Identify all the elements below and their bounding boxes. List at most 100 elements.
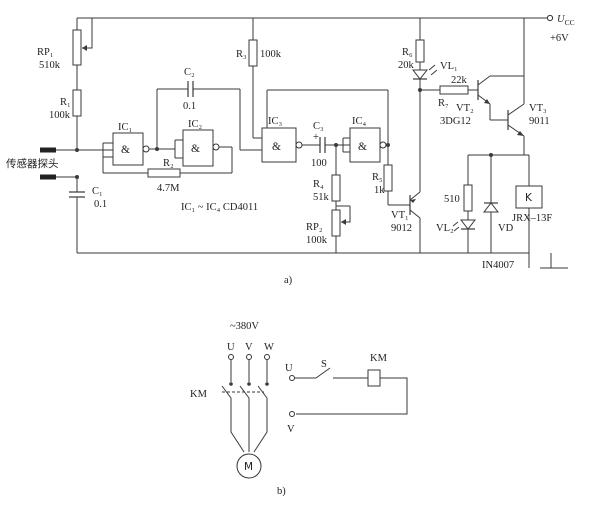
relay-label: K <box>525 192 533 204</box>
c3-name: C₃ <box>313 121 324 132</box>
r5-name: R₅ <box>372 172 383 183</box>
phase-w-label: W <box>264 342 274 353</box>
vl1-led <box>411 69 429 80</box>
phase-u-label: U <box>227 342 235 353</box>
ic4-label: IC₄ <box>352 116 367 127</box>
ic1-label: IC₁ <box>118 122 132 133</box>
r3-value: 100k <box>260 49 282 60</box>
vt1-arrow <box>410 199 416 203</box>
rp1-wiper-arrow <box>82 45 87 51</box>
motor-symbol <box>236 453 262 479</box>
relay-model: JRX–13F <box>512 213 552 224</box>
km-contact-u <box>221 385 232 399</box>
vt2-name: VT₂ <box>456 103 474 114</box>
supply-voltage-label: +6V <box>550 33 569 44</box>
r7-resistor <box>439 85 469 95</box>
r3-resistor <box>248 39 258 67</box>
r6-value: 20k <box>398 60 415 71</box>
rp1-value: 510k <box>39 60 61 71</box>
sensor-label: 传感器探头 <box>6 157 59 170</box>
c2-name: C₂ <box>184 67 195 78</box>
diode-model: IN4007 <box>482 260 514 271</box>
rp2-name: RP₂ <box>306 222 323 233</box>
ucc-terminal <box>546 14 554 22</box>
vt1-value: 9012 <box>391 223 412 234</box>
figure-b-caption: b) <box>277 486 286 497</box>
rp2-wiper-arrow <box>341 219 346 225</box>
vl2-rays <box>452 221 460 232</box>
rp2-value: 100k <box>306 235 328 246</box>
rp1-name: RP₁ <box>37 47 54 58</box>
r5-value: 1k <box>374 185 385 196</box>
r3-name: R₃ <box>236 49 247 60</box>
control-v-label: V <box>287 424 295 435</box>
ic3-label: IC₃ <box>268 116 283 127</box>
ic4-symbol: & <box>358 141 367 153</box>
c1-value: 0.1 <box>94 199 107 210</box>
vt2-collector <box>477 75 491 86</box>
vl2-label: VL₂ <box>436 223 454 234</box>
c3-polarity: + <box>313 132 319 143</box>
r2-name: R₂ <box>163 158 174 169</box>
km-contactor-label: KM <box>190 389 208 400</box>
vt1-emitter <box>409 191 421 201</box>
ic2-bubble <box>212 143 220 151</box>
vl1-label: VL₁ <box>440 61 458 72</box>
r510-label: 510 <box>444 194 460 205</box>
r7-name: R₇ <box>438 98 449 109</box>
ic1-symbol: & <box>121 144 130 156</box>
r1-name: R₁ <box>60 97 71 108</box>
ic2-label: IC₂ <box>188 119 203 130</box>
vd-diode <box>482 202 500 213</box>
node-ic4-out <box>386 143 390 147</box>
km-coil-label: KM <box>370 353 388 364</box>
control-terminal-v <box>289 411 295 417</box>
vt2-value: 3DG12 <box>440 116 471 127</box>
rp2-resistor <box>331 209 341 237</box>
ic4-bubble <box>379 141 387 149</box>
r6-resistor <box>415 39 425 63</box>
vl2-led <box>459 219 477 230</box>
phase-v-label: V <box>245 342 253 353</box>
contact-w-top <box>265 382 269 386</box>
vd-label: VD <box>498 223 514 234</box>
motor-lead-u <box>230 398 245 453</box>
vt1-name: VT₁ <box>391 210 409 221</box>
ucc-label: UCC <box>557 14 575 27</box>
vt3-collector <box>507 103 525 116</box>
ic3-bubble <box>295 141 303 149</box>
switch-s <box>315 367 331 379</box>
r1-resistor <box>72 89 82 117</box>
terminal-v <box>246 354 252 360</box>
r4-resistor <box>331 174 341 202</box>
c3-value: 100 <box>311 158 327 169</box>
r510-resistor <box>463 184 473 212</box>
ic4-gate <box>349 127 381 163</box>
switch-label: S <box>321 359 327 370</box>
ic-family-note: IC₁ ~ IC₄ CD4011 <box>181 202 258 213</box>
figure-b-circuit: ~380V U V W KM M U S KM V b) <box>190 321 408 497</box>
r4-value: 51k <box>313 192 330 203</box>
r2-resistor <box>147 168 181 178</box>
ic1-gate <box>112 132 144 166</box>
terminal-w <box>264 354 270 360</box>
vl1-rays <box>428 64 438 76</box>
node-probe-c1 <box>75 175 79 179</box>
vt3-name: VT₃ <box>529 103 547 114</box>
ic2-symbol: & <box>191 143 200 155</box>
figure-a-circuit: UCC +6V RP₁ 510k R₁ 100k 传感器探头 C₁ <box>6 14 575 286</box>
control-terminal-u <box>289 375 295 381</box>
r1-value: 100k <box>49 110 71 121</box>
km-coil <box>367 369 381 387</box>
rp1-resistor <box>72 29 82 66</box>
ic3-symbol: & <box>272 141 281 153</box>
vt3-arrow <box>517 131 524 136</box>
rp1-short <box>77 17 93 38</box>
figure-a-caption: a) <box>284 275 293 286</box>
r4-name: R₄ <box>313 179 324 190</box>
contact-u-top <box>229 382 233 386</box>
vt2-arrow <box>484 99 490 104</box>
c2-value: 0.1 <box>183 101 196 112</box>
